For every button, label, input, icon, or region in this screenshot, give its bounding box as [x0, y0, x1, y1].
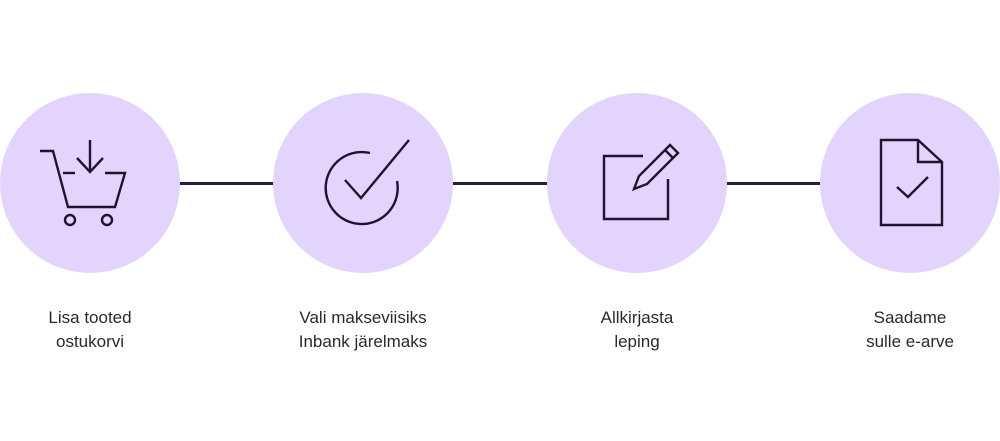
step-label: Vali makseviisiks Inbank järelmaks — [233, 306, 493, 354]
step-circle — [0, 93, 180, 273]
step-label-line1: Allkirjasta — [600, 308, 674, 327]
cart-add-icon — [40, 140, 127, 227]
step-label-line1: Saadame — [873, 308, 947, 327]
step-circle — [547, 93, 727, 273]
edit-sign-icon — [602, 143, 680, 221]
step-label-line2: sulle e-arve — [866, 332, 954, 351]
step-label: Allkirjasta leping — [507, 306, 767, 354]
connector-line-3 — [725, 182, 822, 185]
step-label: Lisa tooted ostukorvi — [0, 306, 220, 354]
step-label-line2: Inbank järelmaks — [298, 332, 428, 351]
step-label-line2: ostukorvi — [55, 332, 125, 351]
check-circle-icon — [324, 139, 410, 226]
step-label: Saadame sulle e-arve — [780, 306, 1000, 354]
step-label-line2: leping — [614, 332, 660, 351]
document-check-icon — [879, 138, 944, 227]
step-circle — [820, 93, 1000, 273]
step-circle — [273, 93, 453, 273]
connector-line-1 — [178, 182, 275, 185]
connector-line-2 — [452, 182, 549, 185]
step-label-line1: Vali makseviisiks — [299, 308, 427, 327]
step-label-line1: Lisa tooted — [48, 308, 132, 327]
